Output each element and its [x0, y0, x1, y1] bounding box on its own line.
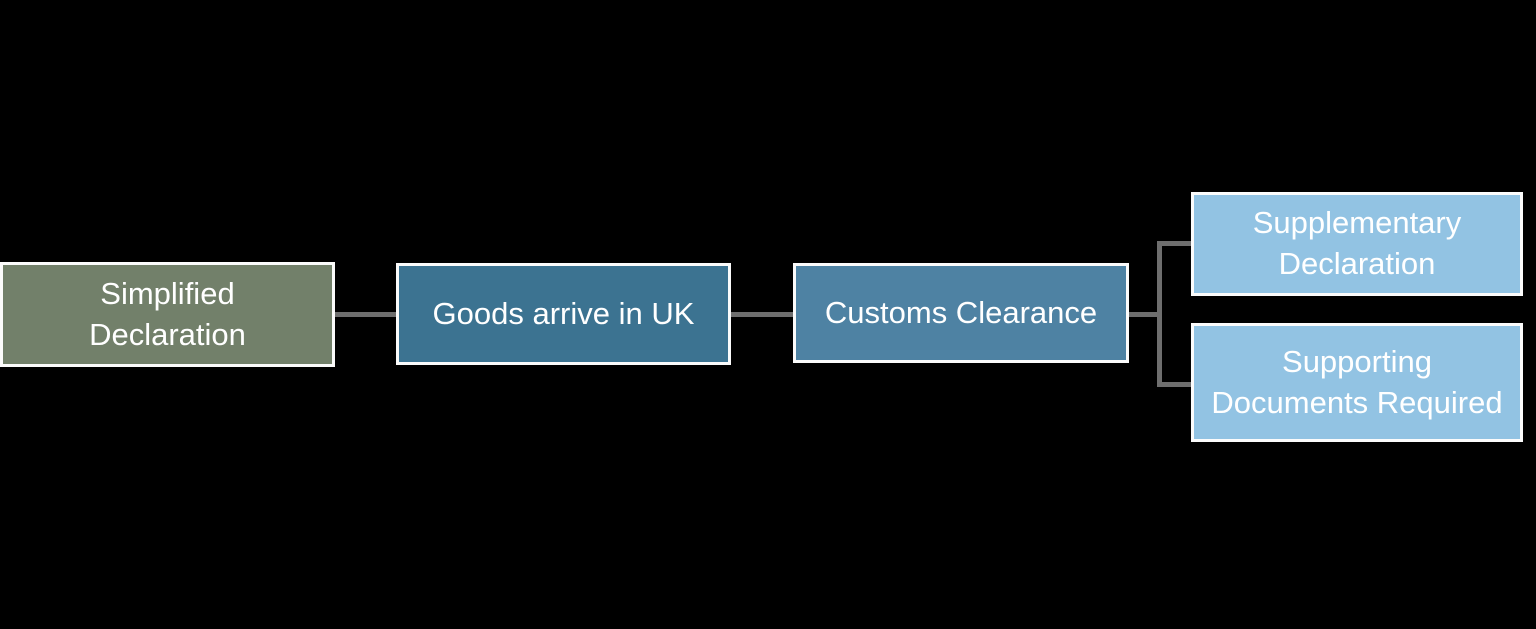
node-goods-arrive-in-uk: Goods arrive in UK	[396, 263, 731, 365]
node-label-line: Declaration	[89, 316, 246, 352]
node-customs-clearance: Customs Clearance	[793, 263, 1129, 363]
node-label-line: Simplified	[100, 275, 235, 311]
node-simplified-declaration: Simplified Declaration	[0, 262, 335, 367]
connector-goods-to-customs	[731, 312, 793, 317]
node-label-line: Supplementary	[1252, 205, 1462, 241]
node-supporting-documents-required: Supporting Documents Required	[1191, 323, 1523, 442]
node-label-line: Goods arrive in UK	[432, 295, 695, 331]
connector-branch-to-supporting	[1160, 382, 1191, 387]
connector-simplified-to-goods	[335, 312, 396, 317]
connector-customs-branch-stub	[1129, 312, 1162, 317]
node-supplementary-declaration: Supplementary Declaration	[1191, 192, 1523, 296]
connector-branch-to-supplementary	[1160, 241, 1191, 246]
node-label-line: Supporting	[1282, 343, 1432, 379]
connector-branch-spine	[1157, 241, 1162, 387]
node-label-line: Customs Clearance	[824, 294, 1098, 330]
node-label-line: Declaration	[1278, 246, 1436, 281]
node-label-line: Documents Required	[1211, 384, 1503, 420]
